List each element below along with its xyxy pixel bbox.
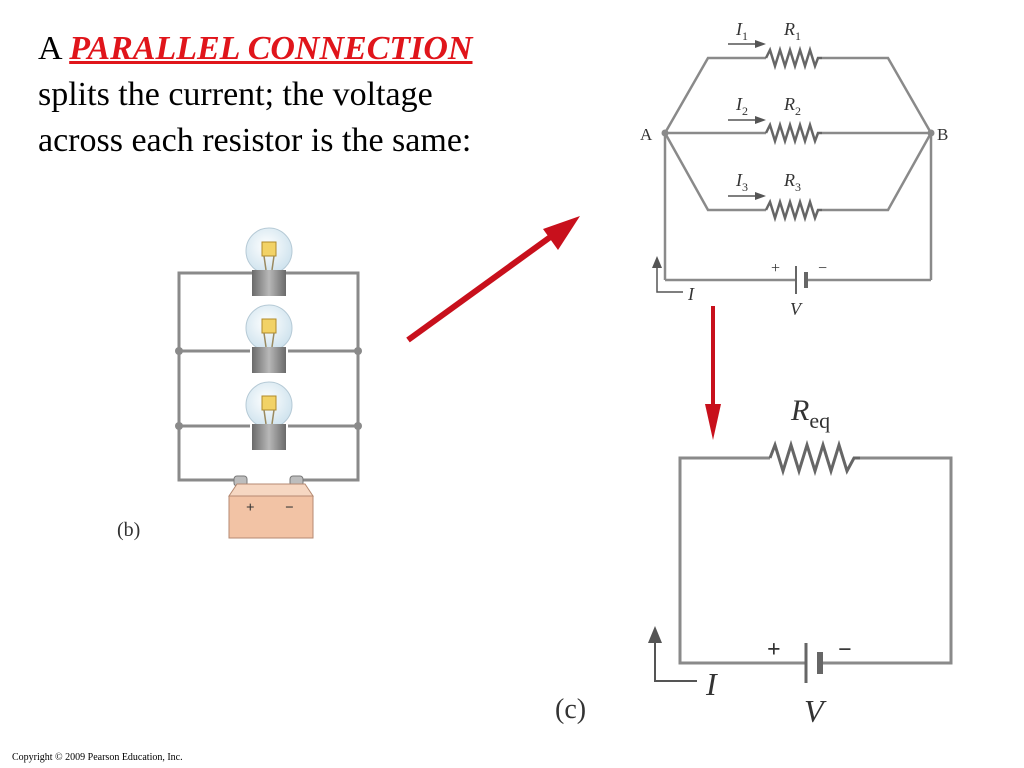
heading-line-1: A PARALLEL CONNECTION [38, 26, 598, 72]
schematic-current-label: I [687, 284, 695, 304]
heading-line-2: splits the current; the voltage [38, 76, 433, 113]
light-bulb-icon [245, 227, 293, 296]
figure-parallel-schematic: A B I1 R1 I2 R2 I3 R3 + − V I [640, 19, 948, 319]
battery-icon: + − [228, 475, 314, 539]
parallel-connection-keyword: PARALLEL CONNECTION [69, 30, 473, 67]
node-b-label: B [937, 125, 948, 144]
figure-c-equivalent-circuit: Req + − V I (c) [555, 394, 953, 729]
schematic-battery-icon [795, 266, 808, 294]
equivalent-battery-icon [804, 643, 823, 683]
red-arrow-down [705, 306, 721, 440]
figure-b-bulb-circuit: + − (b) [117, 227, 362, 541]
resistor-label: R3 [783, 170, 801, 194]
resistor-label: R2 [783, 94, 801, 118]
equivalent-plus-label: + [767, 637, 781, 663]
equivalent-current-arrow-icon [648, 626, 697, 682]
resistor-label: R1 [783, 19, 801, 43]
heading-line-3: across each resistor is the same: [38, 122, 472, 159]
bulb-circuit-junctions [175, 347, 362, 430]
light-bulb-icon [245, 304, 293, 373]
copyright-footer: Copyright © 2009 Pearson Education, Inc. [12, 752, 183, 763]
req-label: Req [790, 394, 830, 433]
current-label: I2 [735, 94, 748, 118]
equivalent-voltage-label: V [804, 693, 827, 729]
equivalent-current-label: I [705, 666, 718, 702]
node-a-label: A [640, 125, 653, 144]
total-current-arrow-icon [652, 256, 683, 293]
schematic-voltage-label: V [790, 299, 803, 319]
light-bulb-icon [245, 381, 293, 450]
equivalent-circuit-wires [678, 439, 953, 665]
schematic-node-dots [661, 129, 935, 137]
schematic-plus-label: + [771, 260, 780, 277]
heading-prefix: A [38, 30, 70, 67]
figure-b-caption: (b) [117, 519, 140, 541]
schematic-minus-label: − [818, 260, 827, 277]
equivalent-minus-label: − [838, 637, 852, 663]
figure-c-caption: (c) [555, 694, 586, 725]
branch-3-labels: I3 R3 [728, 170, 801, 200]
branch-1-labels: I1 R1 [728, 19, 801, 48]
branch-2-labels: I2 R2 [728, 94, 801, 124]
battery-minus-label: − [285, 500, 294, 516]
schematic-wires [663, 45, 933, 282]
current-label: I1 [735, 19, 748, 43]
slide-text: A PARALLEL CONNECTION splits the current… [38, 26, 598, 164]
battery-plus-label: + [246, 500, 255, 516]
bulb-circuit-wires [177, 271, 360, 485]
current-label: I3 [735, 170, 748, 194]
red-arrow-diagonal [406, 216, 580, 343]
